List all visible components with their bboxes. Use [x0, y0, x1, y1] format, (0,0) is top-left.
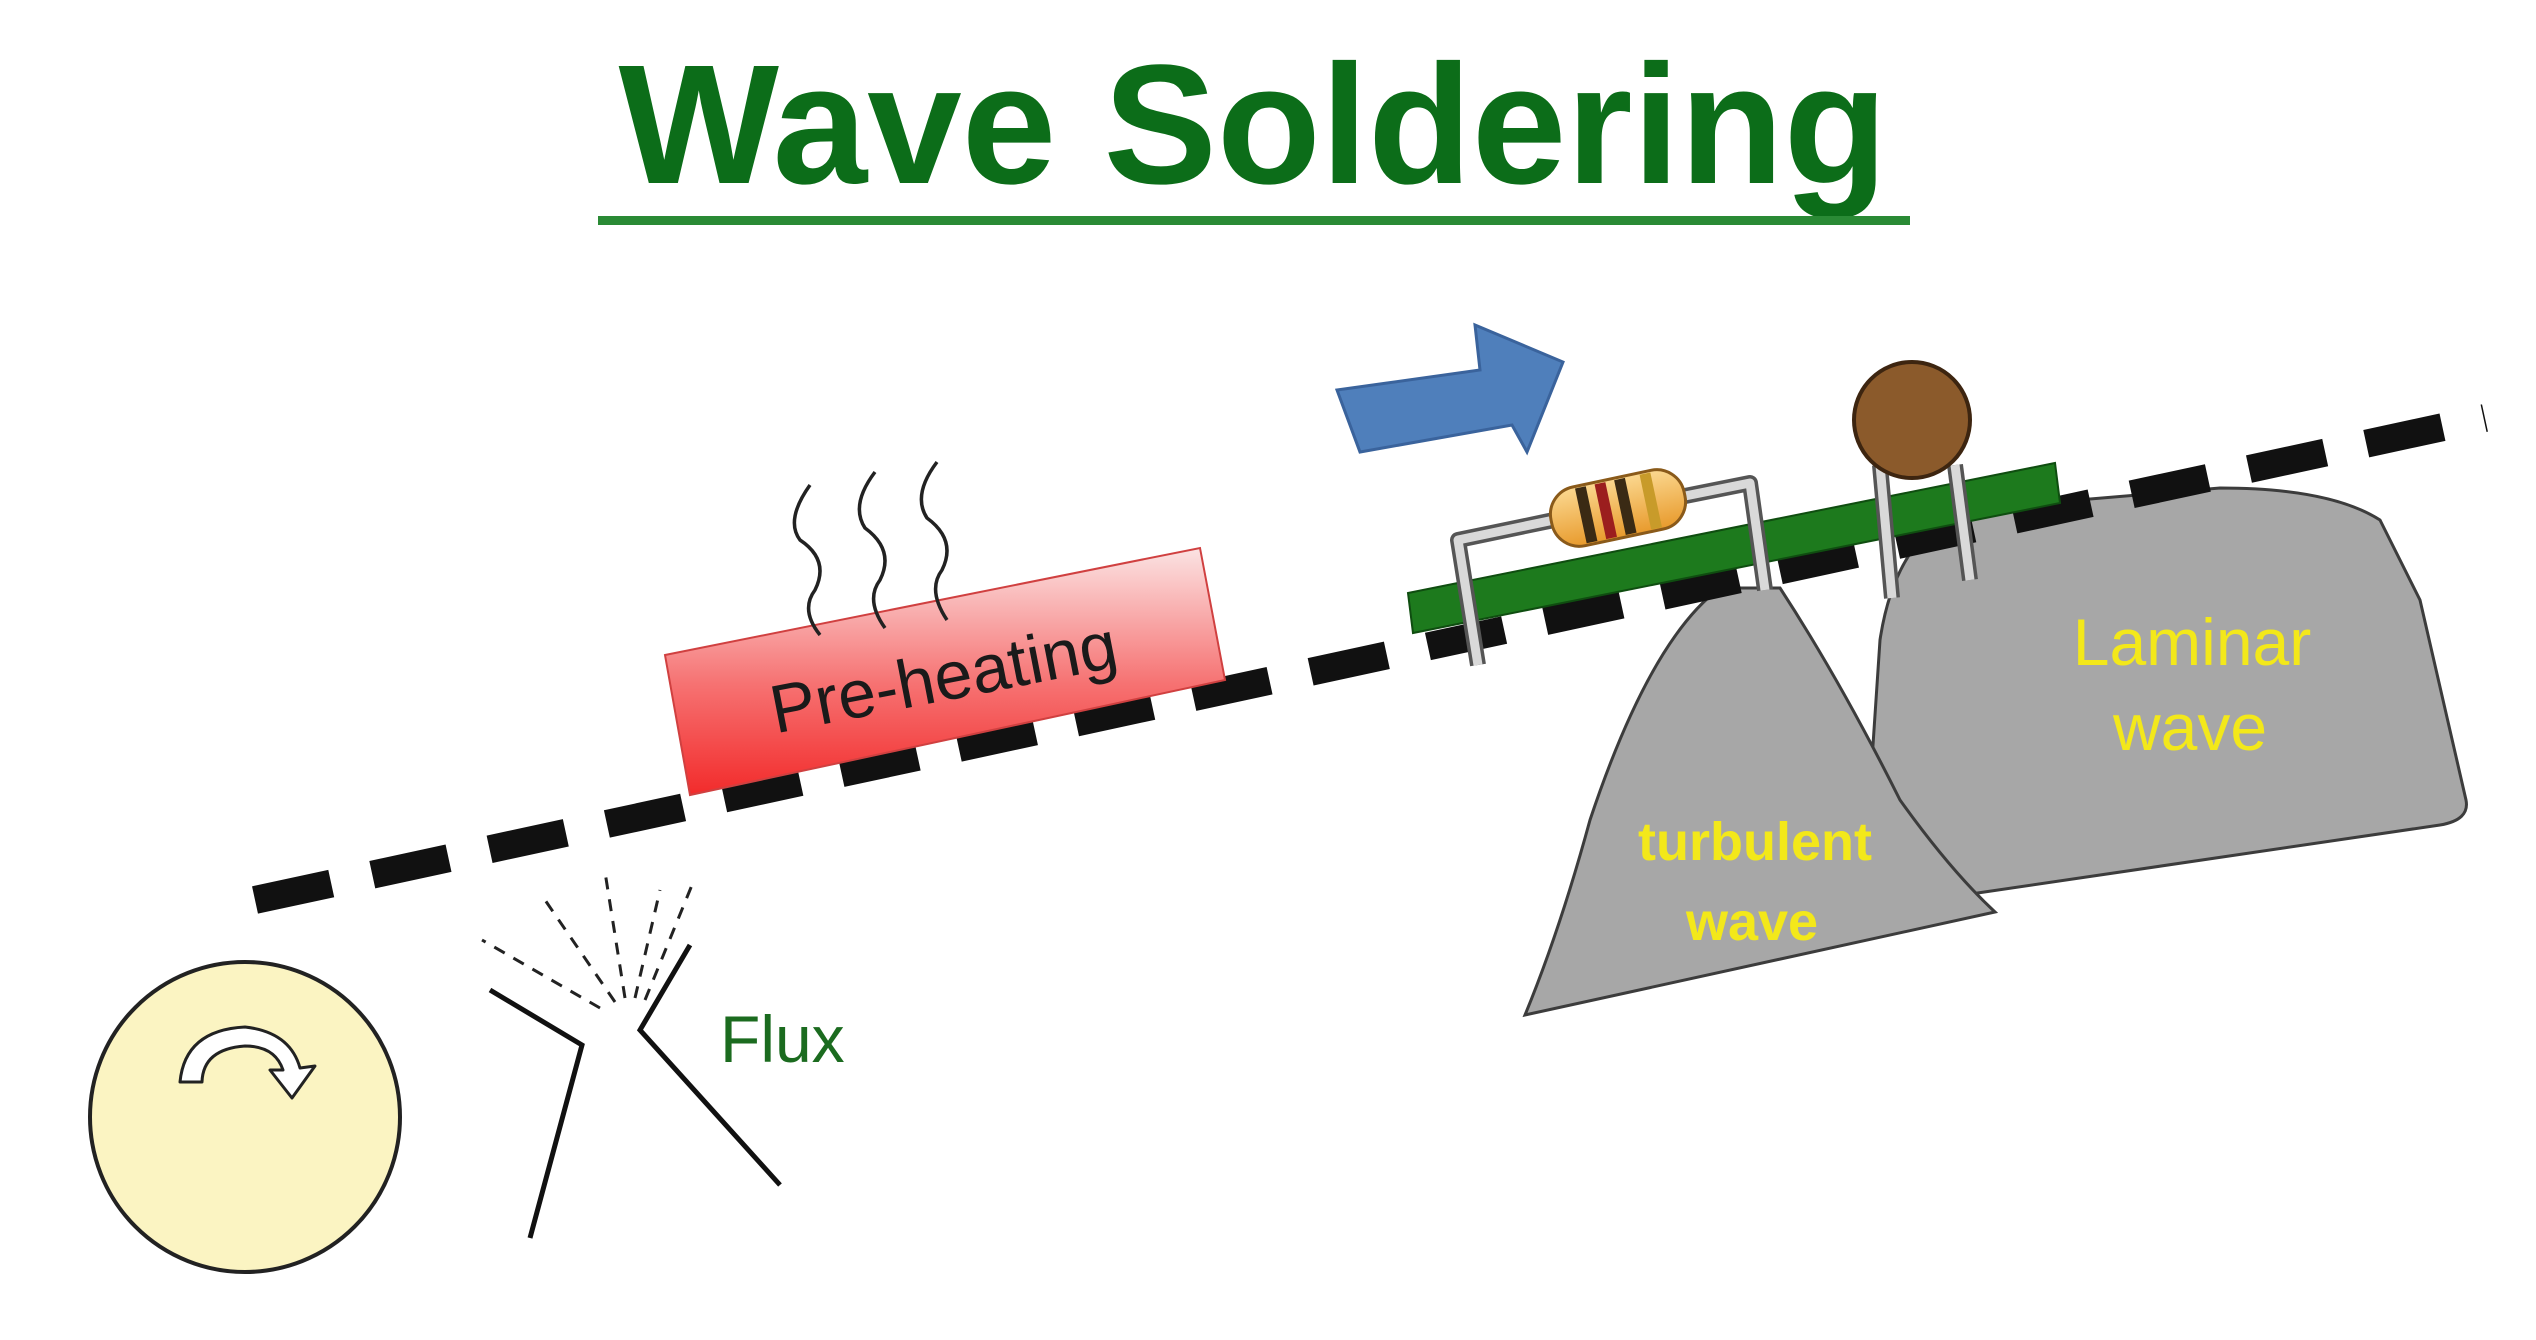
right-arrow-icon [1334, 322, 1565, 456]
conveyor-line [252, 404, 2488, 914]
pcb-board [1406, 461, 2062, 635]
laminar-wave: Laminar wave [1860, 486, 2468, 912]
rotating-roller-icon [88, 960, 402, 1274]
flux-spray-nozzle-icon [481, 871, 782, 1239]
laminar-wave-label-line2: wave [2112, 690, 2267, 764]
laminar-wave-label-line1: Laminar [2073, 605, 2311, 679]
resistor-component [1450, 468, 1773, 667]
turbulent-wave-label-line2: wave [1685, 892, 1818, 952]
heat-waves-icon [792, 460, 949, 637]
title-underline [598, 216, 1910, 225]
turbulent-wave-label-line1: turbulent [1638, 812, 1872, 872]
preheating-block: Pre-heating [663, 546, 1227, 797]
flux-label: Flux [720, 1002, 845, 1076]
diagram-title: Wave Soldering [618, 30, 1888, 220]
capacitor-component [1852, 360, 1978, 599]
